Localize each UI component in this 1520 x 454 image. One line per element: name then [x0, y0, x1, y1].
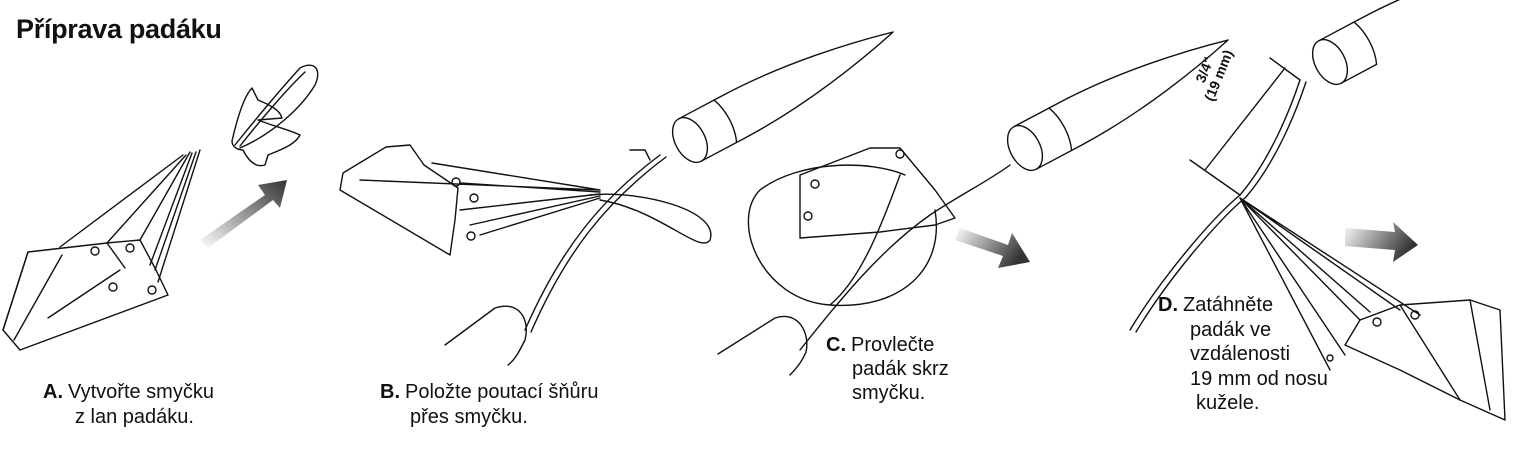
shock-cord — [525, 155, 666, 332]
caption-step-d: D.Zatáhněte padák ve vzdálenosti 19 mm o… — [1158, 293, 1328, 416]
caption-line: přes smyčku. — [410, 406, 528, 428]
step-letter: C. — [826, 334, 846, 356]
caption-line: padák ve — [1190, 318, 1272, 341]
caption-step-c: C.Provlečte padák skrz smyčku. — [826, 333, 949, 405]
nose-cone — [1305, 0, 1520, 90]
nose-cone — [665, 11, 904, 168]
caption-step-b: B.Položte poutací šňůru přes smyčku. — [380, 380, 598, 430]
caption-line: padák skrz — [852, 358, 949, 380]
cord-loop — [590, 194, 711, 243]
parachute-loop — [748, 165, 936, 305]
caption-line: kužele. — [1196, 392, 1260, 414]
step-b-illustration — [340, 11, 904, 365]
caption-line: vzdálenosti — [1190, 343, 1291, 365]
body-tube — [445, 306, 526, 365]
caption-line: Položte poutací šňůru — [405, 381, 599, 403]
step-d-illustration — [1130, 0, 1520, 420]
folded-parachute — [3, 240, 168, 350]
folded-parachute — [1345, 300, 1505, 420]
pull-arrow-c — [955, 228, 1030, 268]
step-letter: A. — [43, 381, 63, 403]
shroud-lines — [1240, 198, 1420, 370]
pull-arrow-d — [1345, 222, 1418, 262]
line-loop — [235, 65, 318, 148]
step-a-illustration — [3, 65, 318, 350]
body-tube — [718, 316, 807, 375]
step-c-illustration — [718, 19, 1239, 375]
shroud-lines — [60, 150, 200, 282]
shock-cord — [800, 165, 1010, 350]
caption-line: 19 mm od nosu — [1190, 367, 1328, 390]
nose-cone — [1000, 19, 1239, 176]
caption-line: smyčku. — [852, 382, 926, 404]
caption-line: Vytvořte smyčku — [68, 381, 214, 403]
page-title: Příprava padáku — [16, 14, 222, 44]
folded-parachute — [340, 145, 458, 255]
dimension-line — [1190, 58, 1300, 195]
caption-line: Zatáhněte — [1183, 294, 1274, 316]
hand-icon — [232, 88, 300, 166]
step-letter: B. — [380, 381, 400, 403]
step-letter: D. — [1158, 294, 1178, 316]
folded-parachute — [800, 148, 955, 238]
shroud-lines — [360, 163, 600, 235]
pull-arrow-a — [200, 180, 287, 248]
caption-line: Provlečte — [851, 334, 935, 356]
caption-step-a: A.Vytvořte smyčku z lan padáku. — [43, 380, 214, 430]
caption-line: z lan padáku. — [75, 406, 194, 428]
